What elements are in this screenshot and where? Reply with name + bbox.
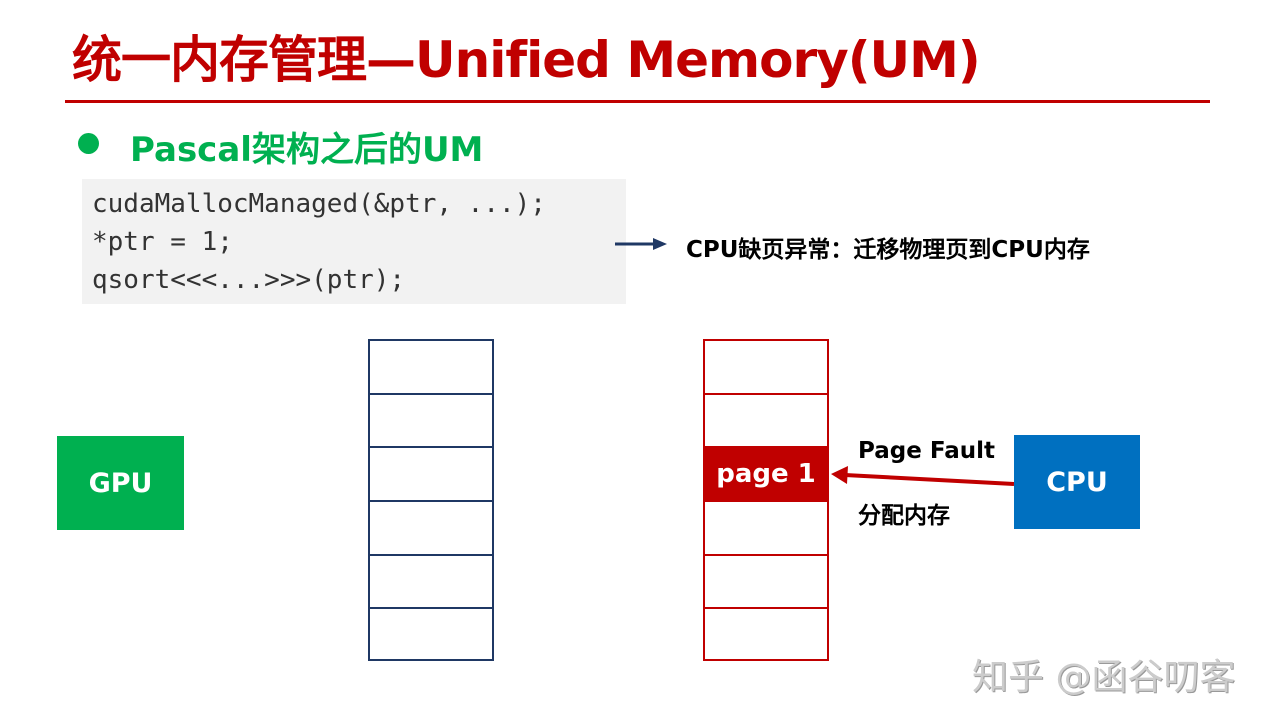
page-fault-label: Page Fault [858, 438, 995, 464]
memory-page [370, 341, 492, 395]
note-arrow-icon [615, 238, 667, 250]
code-line: cudaMallocManaged(&ptr, ...); [92, 189, 546, 219]
memory-page [370, 448, 492, 503]
code-block: cudaMallocManaged(&ptr, ...); *ptr = 1; qs… [82, 179, 626, 304]
slide-title: 统一内存管理—Unified Memory(UM) [72, 31, 981, 89]
memory-page [370, 395, 492, 449]
watermark: 知乎 @函谷叨客 [972, 657, 1236, 698]
memory-page [705, 395, 827, 449]
note-text: CPU缺页异常：迁移物理页到CPU内存 [686, 237, 1090, 263]
memory-page [705, 502, 827, 556]
memory-page [705, 556, 827, 610]
title-divider [65, 100, 1210, 103]
page-1: page 1 [705, 448, 827, 503]
gpu-memory-pages [368, 339, 494, 661]
memory-page [370, 502, 492, 556]
memory-page [370, 556, 492, 610]
page-fault-arrow-icon [831, 466, 1015, 486]
cpu-memory-pages: page 1 [703, 339, 829, 661]
memory-page [370, 609, 492, 663]
code-line: *ptr = 1; [92, 227, 233, 257]
code-line: qsort<<<...>>>(ptr); [92, 265, 406, 295]
bullet-text: Pascal架构之后的UM [130, 130, 484, 170]
memory-page [705, 341, 827, 395]
allocate-memory-label: 分配内存 [858, 503, 950, 529]
cpu-box: CPU [1014, 435, 1140, 529]
memory-page [705, 609, 827, 663]
gpu-box: GPU [57, 436, 184, 530]
bullet-icon [78, 133, 99, 154]
